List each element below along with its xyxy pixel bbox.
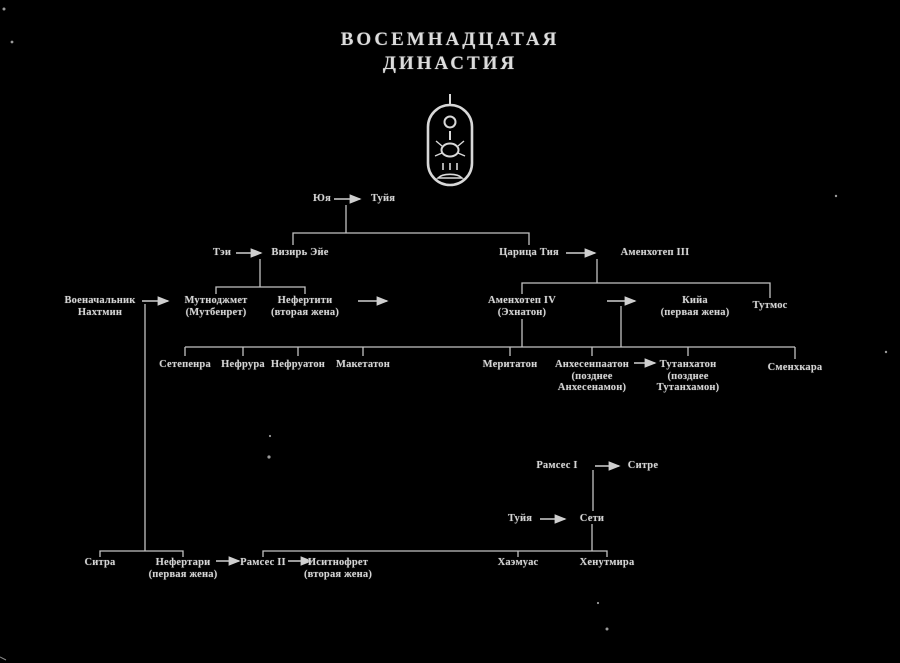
chart-title-line1: ВОСЕМНАДЦАТАЯ	[340, 29, 560, 50]
chart-title: ВОСЕМНАДЦАТАЯ ДИНАСТИЯ	[341, 28, 560, 76]
person-seti: Сети	[579, 513, 605, 524]
scan-noise	[0, 7, 888, 661]
person-tutankhaton: Тутанхатон (позднее Тутанхамон)	[656, 359, 720, 393]
person-isitnofret: Иситнофрет (вторая жена)	[303, 557, 373, 580]
person-maketaton: Макетатон	[336, 359, 390, 370]
person-ankhesenpaaton: Анхесенпаатон (позднее Анхесенамон)	[554, 359, 630, 393]
person-yuya: Юя	[313, 193, 331, 204]
person-queen-tiye: Царица Тия	[499, 247, 559, 258]
person-meritaton: Меритатон	[482, 359, 538, 370]
person-tei: Тэи	[212, 247, 232, 258]
person-kiya: Кийа (первая жена)	[660, 295, 730, 318]
person-sitre: Ситре	[627, 460, 659, 471]
person-amenhotep-iii: Аменхотеп III	[620, 247, 690, 258]
person-setepenra: Сетепенра	[159, 359, 211, 370]
person-general-nakhtmin: Военачальник Нахтмин	[64, 295, 136, 318]
person-henutmira: Хенутмира	[579, 557, 635, 568]
person-nefruaton: Нефруатон	[270, 359, 326, 370]
cartouche-icon	[426, 94, 474, 187]
person-smenkhkara: Сменхкара	[767, 362, 823, 373]
person-khaemuas: Хаэмуас	[497, 557, 539, 568]
person-nefrura: Нефрура	[221, 359, 265, 370]
person-tuyya: Туйя	[370, 193, 396, 204]
person-thutmose: Тутмос	[752, 300, 788, 311]
person-nefertiti: Нефертити (вторая жена)	[270, 295, 340, 318]
person-ramses-i: Рамсес I	[536, 460, 578, 471]
person-ramses-ii: Рамсес II	[240, 557, 286, 568]
person-vizier-ay: Визирь Эйе	[271, 247, 329, 258]
chart-title-line2: ДИНАСТИЯ	[382, 53, 518, 74]
person-nefertari: Нефертари (первая жена)	[148, 557, 218, 580]
person-tuya: Туйя	[507, 513, 533, 524]
person-sitra: Ситра	[84, 557, 116, 568]
person-amenhotep-iv: Аменхотеп IV (Эхнатон)	[488, 295, 556, 318]
person-mutnodjmet: Мутноджмет (Мутбенрет)	[184, 295, 248, 318]
